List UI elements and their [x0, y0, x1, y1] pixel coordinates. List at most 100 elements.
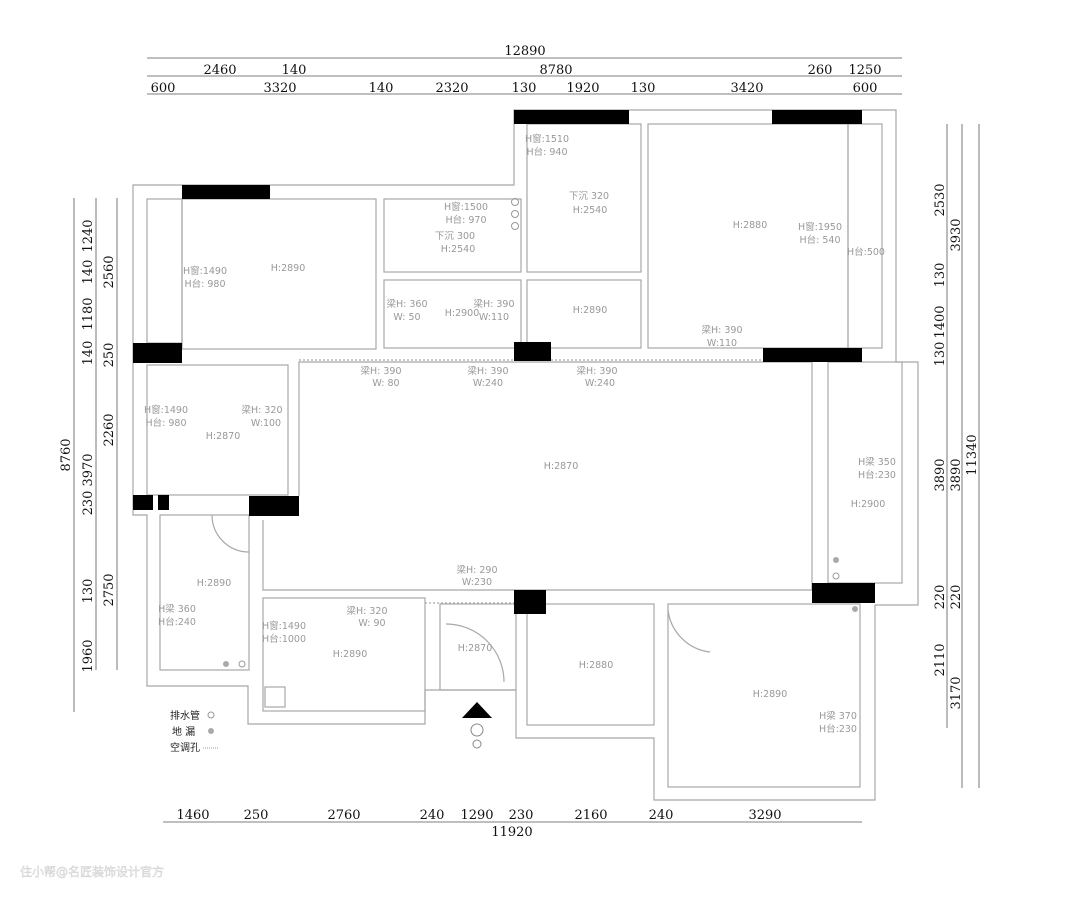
room-annotation: H窗:1510	[525, 133, 569, 145]
dimension-label: 1460	[176, 808, 209, 823]
room-annotation: H台:230	[858, 469, 896, 481]
room-annotation: W:100	[251, 418, 281, 429]
fixtures	[223, 198, 858, 668]
dimension-label: 1180	[81, 297, 96, 330]
room-annotation: H:2900	[851, 499, 886, 510]
room-annotation: H:2870	[544, 461, 579, 472]
dimension-label: 3930	[949, 218, 964, 251]
dimension-label: 130	[933, 342, 948, 367]
room-annotation: W: 90	[358, 618, 385, 629]
room-annotation: 梁H: 320	[347, 605, 388, 617]
dimension-label: 140	[81, 260, 96, 285]
legend-floor-drain: 地 漏	[172, 725, 195, 738]
room-annotation: H:2890	[753, 689, 788, 700]
room-annotation: 梁H: 360	[387, 298, 428, 310]
dimension-label: 250	[102, 343, 117, 368]
dimension-label: 140	[81, 341, 96, 366]
room-annotation: 梁H: 390	[361, 365, 402, 377]
room-annotation: 下沉 300	[435, 231, 475, 242]
dimension-label: 8780	[539, 63, 572, 78]
room-annotation: 梁H: 320	[242, 404, 283, 416]
room-annotation: 梁H: 390	[474, 298, 515, 310]
dimension-label: 3970	[81, 453, 96, 486]
dimension-right-total: 11340	[965, 434, 980, 475]
dimension-label: 1920	[566, 81, 599, 96]
room-annotation: H梁 350	[858, 456, 896, 468]
dimension-label: 240	[649, 808, 674, 823]
dimension-label: 2160	[574, 808, 607, 823]
room-annotation: H台: 980	[146, 417, 187, 429]
walls	[132, 109, 919, 801]
dimension-label: 130	[81, 579, 96, 604]
dimension-label: 250	[244, 808, 269, 823]
room-annotation: H:2890	[197, 578, 232, 589]
floor-drain-icon	[208, 728, 214, 734]
dimension-label: 3890	[933, 458, 948, 491]
room-annotation: H窗:1950	[798, 221, 842, 233]
room-annotation: H台:1000	[262, 633, 306, 645]
room-annotation: H:2540	[441, 244, 476, 255]
dimension-label: 2560	[102, 255, 117, 288]
room-annotation: W:110	[707, 338, 737, 349]
dimension-label: 2760	[327, 808, 360, 823]
room-annotation: 梁H: 390	[577, 365, 618, 377]
legend-drain-pipe: 排水管	[170, 709, 200, 722]
room-annotation: H梁 360	[158, 603, 196, 615]
dimension-bottom-total: 11920	[491, 825, 532, 840]
room-annotation: W: 80	[372, 378, 399, 389]
dimension-label: 3420	[730, 81, 763, 96]
dimension-label: 230	[509, 808, 534, 823]
dimension-label: 1240	[81, 219, 96, 252]
room-annotation: 梁H: 390	[468, 365, 509, 377]
room-annotation: 梁H: 290	[457, 564, 498, 576]
dimension-label: 220	[933, 585, 948, 610]
room-annotation: H:2890	[271, 263, 306, 274]
dimension-label: 260	[808, 63, 833, 78]
dimension-label: 2460	[203, 63, 236, 78]
dimension-label: 230	[81, 491, 96, 516]
room-annotation: 梁H: 390	[702, 324, 743, 336]
room-annotation: H:2890	[573, 305, 608, 316]
dimension-label: 2110	[933, 643, 948, 676]
dimension-left-total: 8760	[59, 438, 74, 471]
room-annotation: H:2540	[573, 205, 608, 216]
dimension-label: 600	[853, 81, 878, 96]
room-annotation: H梁 370	[819, 710, 857, 722]
room-annotation: H台: 540	[800, 234, 841, 246]
room-annotation: W:240	[585, 378, 615, 389]
watermark: 住小帮@名匠装饰设计官方	[20, 864, 164, 879]
dimension-label: 1400	[933, 305, 948, 338]
room-annotation: W: 50	[393, 312, 420, 323]
dimension-label: 3290	[748, 808, 781, 823]
room-annotation: H台: 980	[185, 278, 226, 290]
dimension-label: 140	[282, 63, 307, 78]
dimension-label: 2320	[435, 81, 468, 96]
drain-pipe-icon	[207, 711, 215, 719]
room-annotation: H台: 940	[527, 146, 568, 158]
dimension-lines	[73, 57, 980, 823]
room-annotation: H窗:1490	[262, 620, 306, 632]
dimension-label: 1290	[460, 808, 493, 823]
dimension-label: 130	[512, 81, 537, 96]
room-annotation: W:230	[462, 577, 492, 588]
entrance-marker	[462, 702, 492, 749]
room-annotation: H台:500	[847, 246, 885, 258]
dimension-label: 3170	[949, 676, 964, 709]
dimension-label: 240	[420, 808, 445, 823]
room-annotation: H台:230	[819, 723, 857, 735]
dimension-label: 220	[949, 585, 964, 610]
dimension-label: 2530	[933, 183, 948, 216]
dimension-label: 3890	[949, 458, 964, 491]
legend: 排水管 地 漏 空调孔	[170, 709, 218, 754]
room-annotation: H窗:1500	[444, 201, 488, 213]
room-annotation: W:240	[473, 378, 503, 389]
dimension-label: 2750	[102, 573, 117, 606]
room-annotation: H窗:1490	[183, 265, 227, 277]
dimension-label: 140	[369, 81, 394, 96]
room-annotation: W:110	[479, 312, 509, 323]
room-annotation: H窗:1490	[144, 404, 188, 416]
dimension-label: 3320	[263, 81, 296, 96]
columns	[133, 110, 875, 614]
